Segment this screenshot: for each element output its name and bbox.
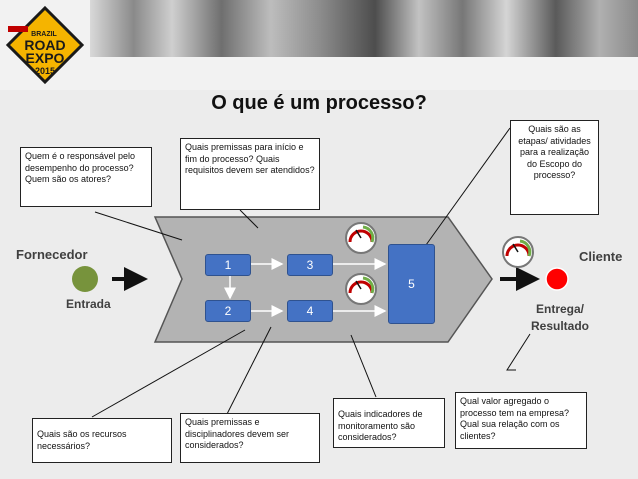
node-3: 3	[287, 254, 333, 276]
callout-premissas-inicio: Quais premissas para início e fim do pro…	[180, 138, 320, 210]
logo-line-2: ROAD	[24, 37, 65, 53]
label-entrega: Entrega/ Resultado	[525, 301, 595, 335]
leader-etapas	[425, 127, 511, 246]
callout-etapas: Quais são as etapas/ atividades para a r…	[510, 120, 599, 215]
leader-responsavel	[94, 211, 183, 241]
callout-disciplinadores: Quais premissas e disciplinadores devem …	[180, 413, 320, 463]
callout-responsavel: Quem é o responsável pelo desempenho do …	[20, 147, 152, 207]
process-shape	[153, 216, 493, 343]
leader-premissas-inicio	[239, 209, 259, 229]
label-cliente: Cliente	[579, 249, 623, 264]
logo-badge	[8, 26, 28, 32]
entrada-dot	[72, 266, 98, 292]
leader-valor	[506, 333, 531, 371]
node-4: 4	[287, 300, 333, 322]
page-title: O que é um processo?	[211, 92, 427, 114]
label-entrada: Entrada	[66, 297, 111, 311]
callout-valor: Qual valor agregado o processo tem na em…	[455, 392, 587, 449]
banner-photos	[90, 0, 638, 57]
logo-line-3: EXPO	[26, 50, 65, 66]
callout-indicadores: Quais indicadores de monitoramento são c…	[333, 398, 445, 448]
node-2: 2	[205, 300, 251, 322]
callout-recursos: Quais são os recursos necessários?	[32, 418, 172, 463]
leader-indicadores	[350, 334, 377, 398]
label-entrega-line2: Resultado	[530, 319, 589, 333]
node-1: 1	[205, 254, 251, 276]
leader-disciplinadores	[224, 326, 272, 419]
gauge-icon	[345, 222, 377, 254]
node-5: 5	[388, 244, 435, 324]
brazil-road-expo-logo: BRAZIL ROAD EXPO 2015	[5, 5, 85, 85]
label-fornecedor: Fornecedor	[16, 247, 88, 262]
gauge-icon	[345, 273, 377, 305]
logo-line-1: BRAZIL	[31, 31, 57, 38]
leader-recursos	[91, 329, 246, 418]
cliente-dot	[545, 267, 569, 291]
gauge-icon	[502, 236, 534, 268]
label-entrega-line1: Entrega/	[535, 302, 584, 316]
logo-line-4: 2015	[35, 66, 55, 76]
